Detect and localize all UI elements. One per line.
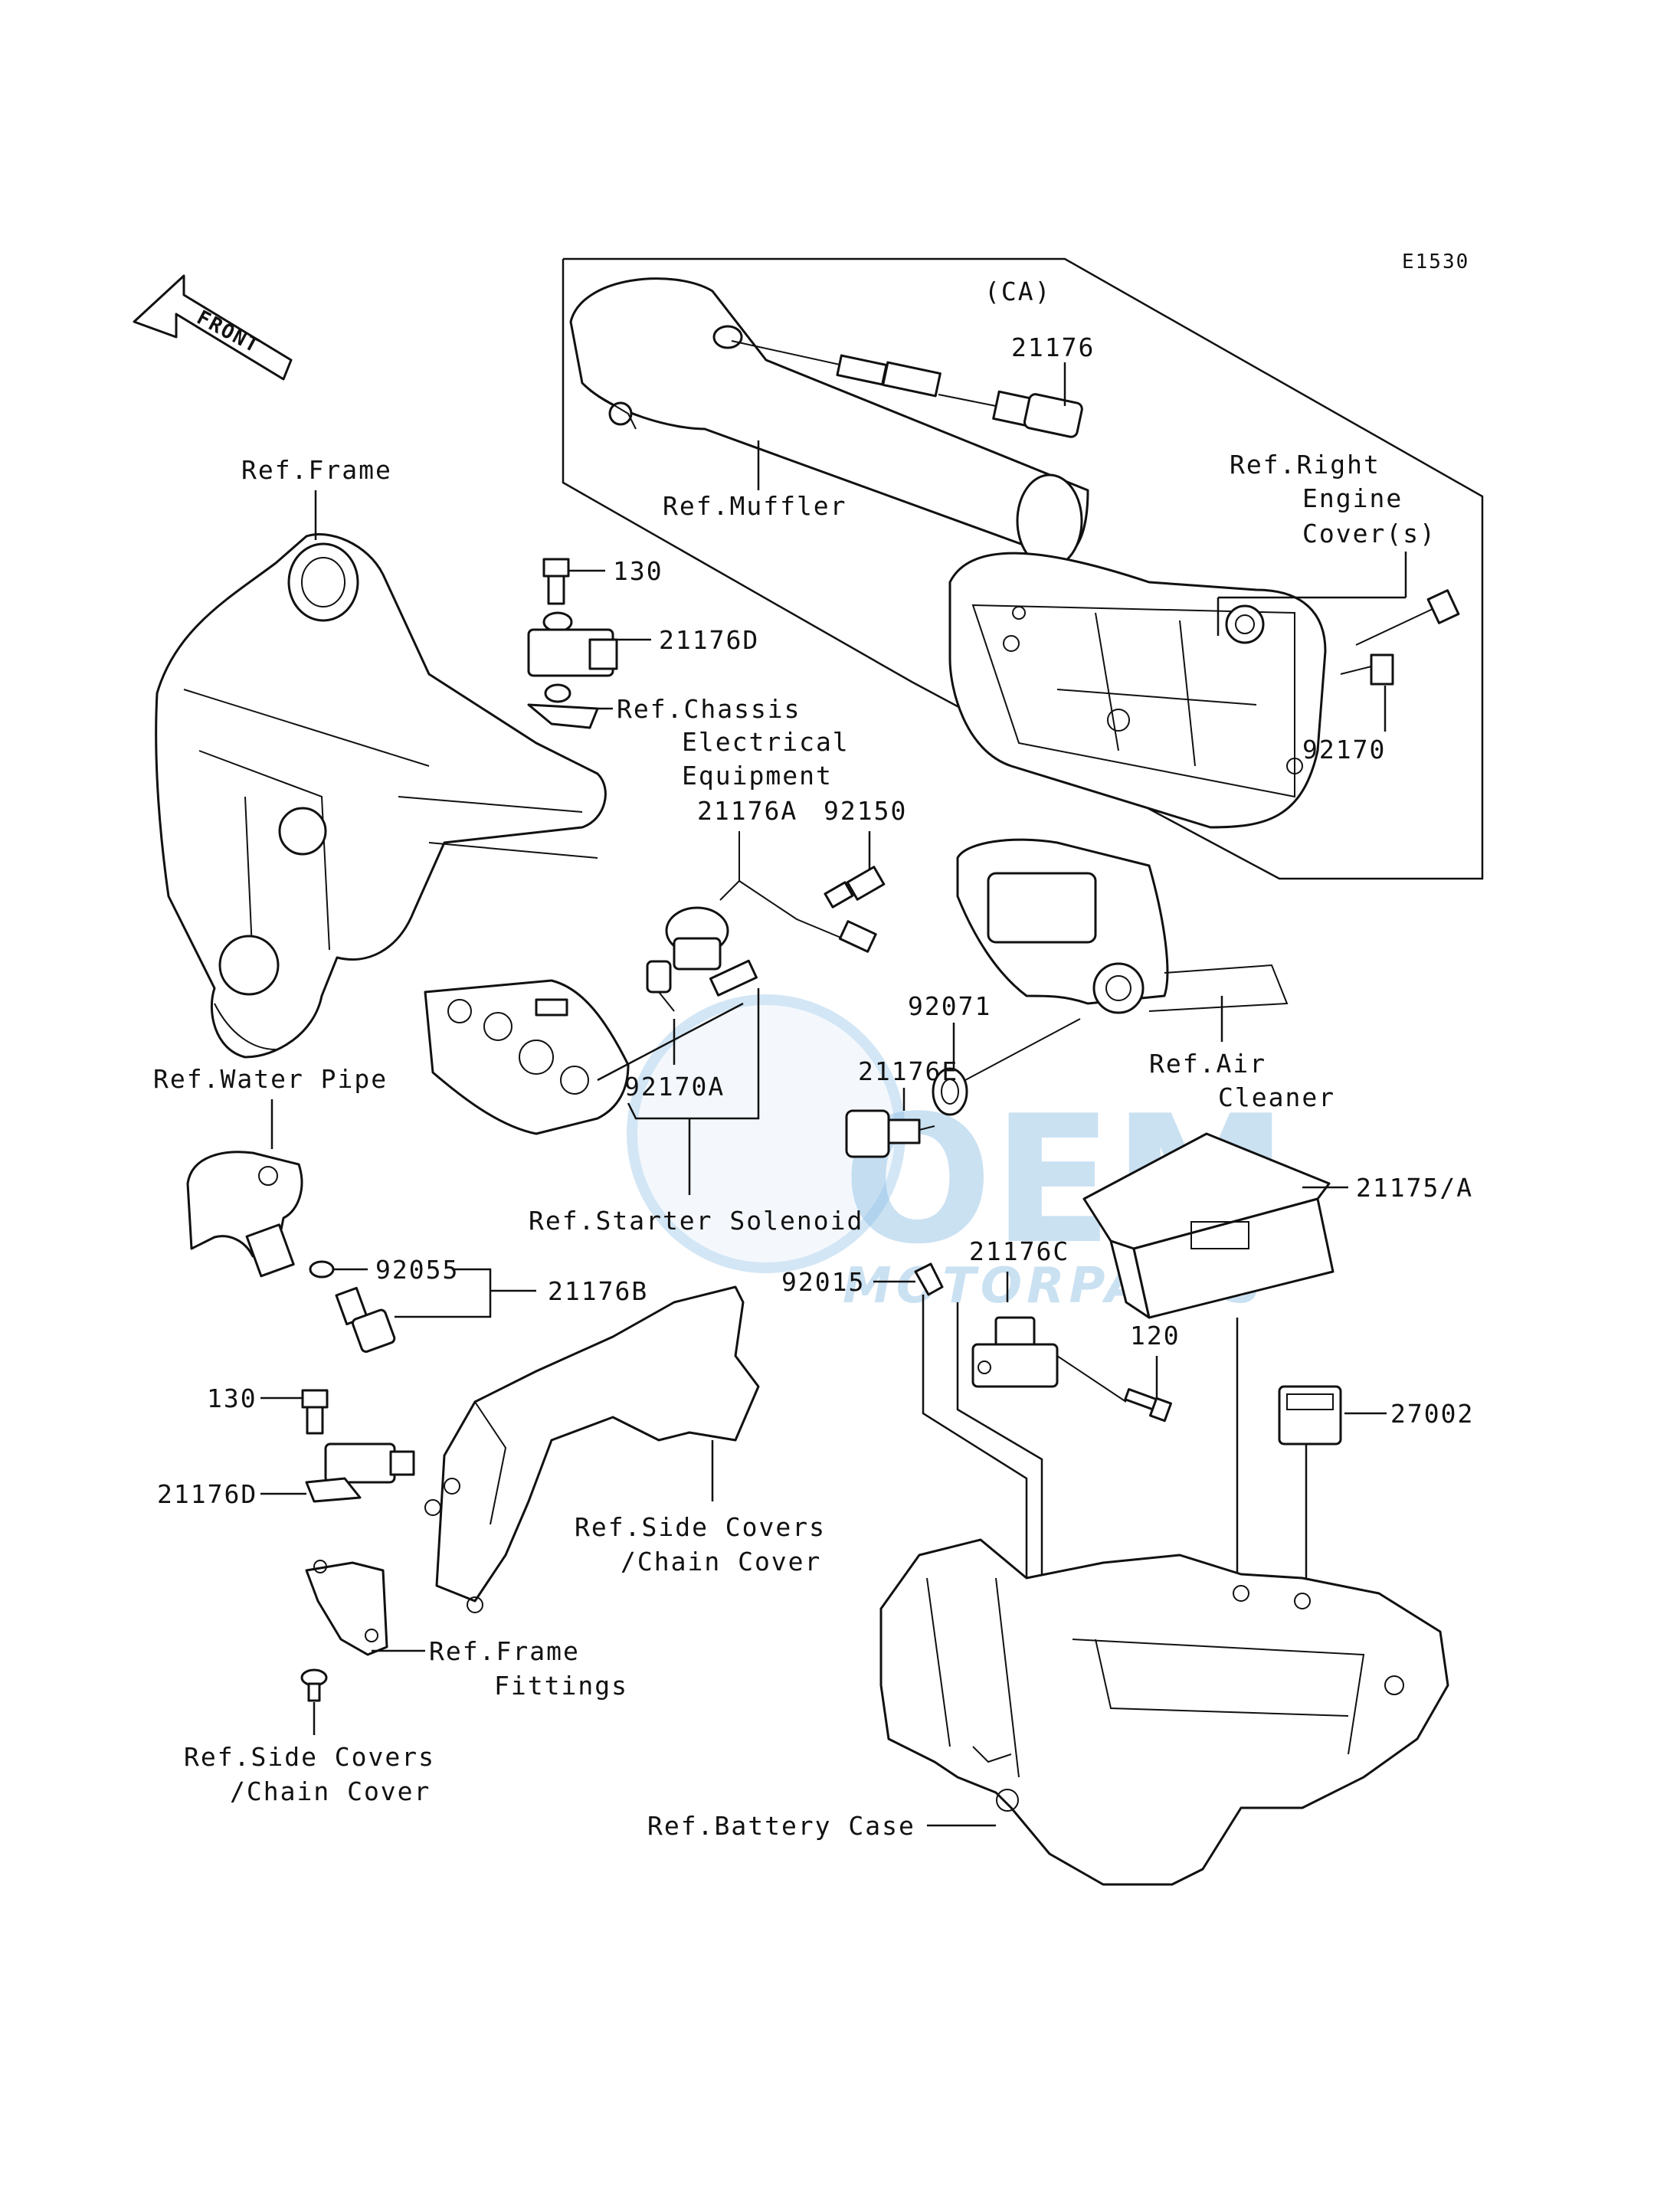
bolt-92170 xyxy=(1340,589,1460,686)
part-92150: 92150 xyxy=(824,796,907,826)
clip-92015 xyxy=(914,1262,944,1296)
bolt-120 xyxy=(1124,1388,1173,1423)
part-92055: 92055 xyxy=(375,1255,459,1285)
part-21176A: 21176A xyxy=(697,796,797,826)
part-21176D-top: 21176D xyxy=(659,625,759,655)
ref-chassis-1: Ref.Chassis xyxy=(617,694,801,724)
part-92071: 92071 xyxy=(908,991,991,1021)
front-arrow-icon: FRONT xyxy=(133,274,293,381)
o-ring-92055 xyxy=(309,1260,335,1279)
ref-side-covers-mid-2: /Chain Cover xyxy=(621,1547,821,1577)
sensor-21176D-bottom xyxy=(305,1442,415,1503)
ref-side-covers-bottom-1: Ref.Side Covers xyxy=(184,1742,435,1772)
sensor-21176B xyxy=(335,1286,396,1353)
ref-right-engine-cover-3: Cover(s) xyxy=(1302,519,1436,548)
water-pipe-illustration xyxy=(186,1151,303,1278)
sensor-21176D-top xyxy=(527,611,618,729)
ref-chassis-3: Equipment xyxy=(682,761,833,791)
ca-inset-box: (CA) xyxy=(562,257,1484,880)
part-130-top: 130 xyxy=(613,556,663,586)
front-arrow-label: FRONT xyxy=(193,306,264,359)
ref-frame: Ref.Frame xyxy=(241,455,392,485)
muffler-illustration xyxy=(569,277,1089,568)
relay-27002 xyxy=(1278,1385,1342,1446)
ref-water-pipe: Ref.Water Pipe xyxy=(153,1064,388,1094)
ref-air-cleaner-2: Cleaner xyxy=(1218,1082,1335,1112)
part-92170: 92170 xyxy=(1302,735,1386,765)
ref-side-covers-mid-1: Ref.Side Covers xyxy=(575,1512,826,1542)
grommet-92071 xyxy=(932,1018,1081,1116)
part-92170A: 92170A xyxy=(624,1072,725,1102)
air-cleaner-illustration xyxy=(956,838,1289,1014)
ref-air-cleaner-1: Ref.Air xyxy=(1149,1049,1266,1079)
ref-right-engine-cover-1: Ref.Right xyxy=(1230,450,1380,480)
sensor-21176E xyxy=(845,1088,935,1158)
right-engine-cover-illustration xyxy=(948,552,1327,829)
part-21176: 21176 xyxy=(1011,332,1095,362)
ref-muffler: Ref.Muffler xyxy=(663,491,847,521)
battery-case-illustration xyxy=(879,1538,1449,1886)
part-130-bottom: 130 xyxy=(207,1383,257,1413)
ref-frame-fittings-1: Ref.Frame xyxy=(429,1636,580,1666)
ref-battery-case: Ref.Battery Case xyxy=(647,1811,915,1841)
clip-92170A xyxy=(646,959,758,1012)
frame-fittings-illustration xyxy=(305,1560,388,1656)
variant-label: (CA) xyxy=(984,277,1051,306)
ref-starter-solenoid: Ref.Starter Solenoid xyxy=(529,1206,863,1236)
bolt-130-top xyxy=(542,558,570,605)
side-cover-bracket-illustration xyxy=(424,1285,760,1613)
part-21176E: 21176E xyxy=(858,1056,958,1086)
sensor-21176A xyxy=(665,831,877,971)
part-120: 120 xyxy=(1130,1321,1181,1351)
bolt-92150 xyxy=(824,831,886,909)
ref-side-covers-bottom-2: /Chain Cover xyxy=(230,1776,431,1806)
part-92015: 92015 xyxy=(781,1267,865,1297)
part-21176D-bottom: 21176D xyxy=(157,1479,257,1509)
sensor-21176C xyxy=(971,1316,1059,1388)
starter-solenoid-plate-illustration xyxy=(424,979,630,1135)
part-21176C: 21176C xyxy=(969,1236,1069,1266)
battery-cover-21175A xyxy=(1082,1132,1335,1319)
part-21176B: 21176B xyxy=(548,1276,648,1306)
frame-illustration xyxy=(155,532,607,1059)
part-21175A: 21175/A xyxy=(1356,1173,1473,1203)
diagram-code: E1530 xyxy=(1402,250,1469,273)
part-27002: 27002 xyxy=(1390,1399,1474,1429)
ref-frame-fittings-2: Fittings xyxy=(494,1671,628,1701)
screw-bottom xyxy=(300,1668,328,1702)
ref-chassis-2: Electrical xyxy=(682,727,850,757)
bolt-130-bottom xyxy=(301,1389,329,1435)
ref-right-engine-cover-2: Engine xyxy=(1302,483,1403,513)
oxygen-sensor-21176 xyxy=(731,340,1083,438)
